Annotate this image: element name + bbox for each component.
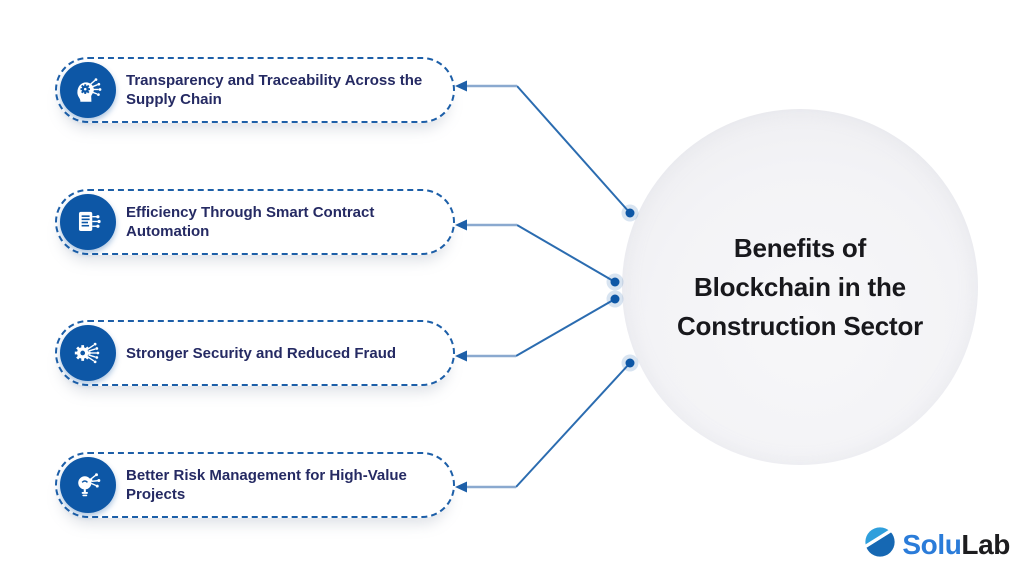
solulab-mark-icon xyxy=(863,525,897,564)
logo-text: SoluLab xyxy=(902,529,1010,561)
benefit-label: Better Risk Management for High-Value Pr… xyxy=(126,467,407,503)
benefit-label: Stronger Security and Reduced Fraud xyxy=(126,344,397,362)
connector-4 xyxy=(455,354,639,493)
idea-network-icon xyxy=(60,457,116,513)
page-title: Benefits of Blockchain in the Constructi… xyxy=(677,229,923,346)
benefit-card-security: Stronger Security and Reduced Fraud xyxy=(55,320,455,386)
smart-contract-document-icon xyxy=(60,194,116,250)
title-line-2: Blockchain in the xyxy=(694,271,906,302)
benefit-card-transparency: Transparency and Traceability Across the… xyxy=(55,57,455,123)
solulab-logo: SoluLab xyxy=(863,525,1010,564)
connector-2 xyxy=(455,219,624,291)
logo-text-lab: Lab xyxy=(961,528,1010,560)
central-circle: Benefits of Blockchain in the Constructi… xyxy=(622,109,978,465)
title-line-1: Benefits of xyxy=(733,232,867,263)
benefit-card-risk: Better Risk Management for High-Value Pr… xyxy=(55,452,455,518)
ai-head-icon xyxy=(60,62,116,118)
security-gear-icon xyxy=(60,325,116,381)
benefit-label: Transparency and Traceability Across the… xyxy=(126,72,423,108)
logo-text-solu: Solu xyxy=(902,528,962,560)
benefit-card-smart-contract: Efficiency Through Smart Contract Automa… xyxy=(55,189,455,255)
benefit-label: Efficiency Through Smart Contract Automa… xyxy=(126,204,375,240)
connector-3 xyxy=(455,290,624,362)
title-line-3: Construction Sector xyxy=(676,310,924,341)
connector-1 xyxy=(455,80,639,222)
